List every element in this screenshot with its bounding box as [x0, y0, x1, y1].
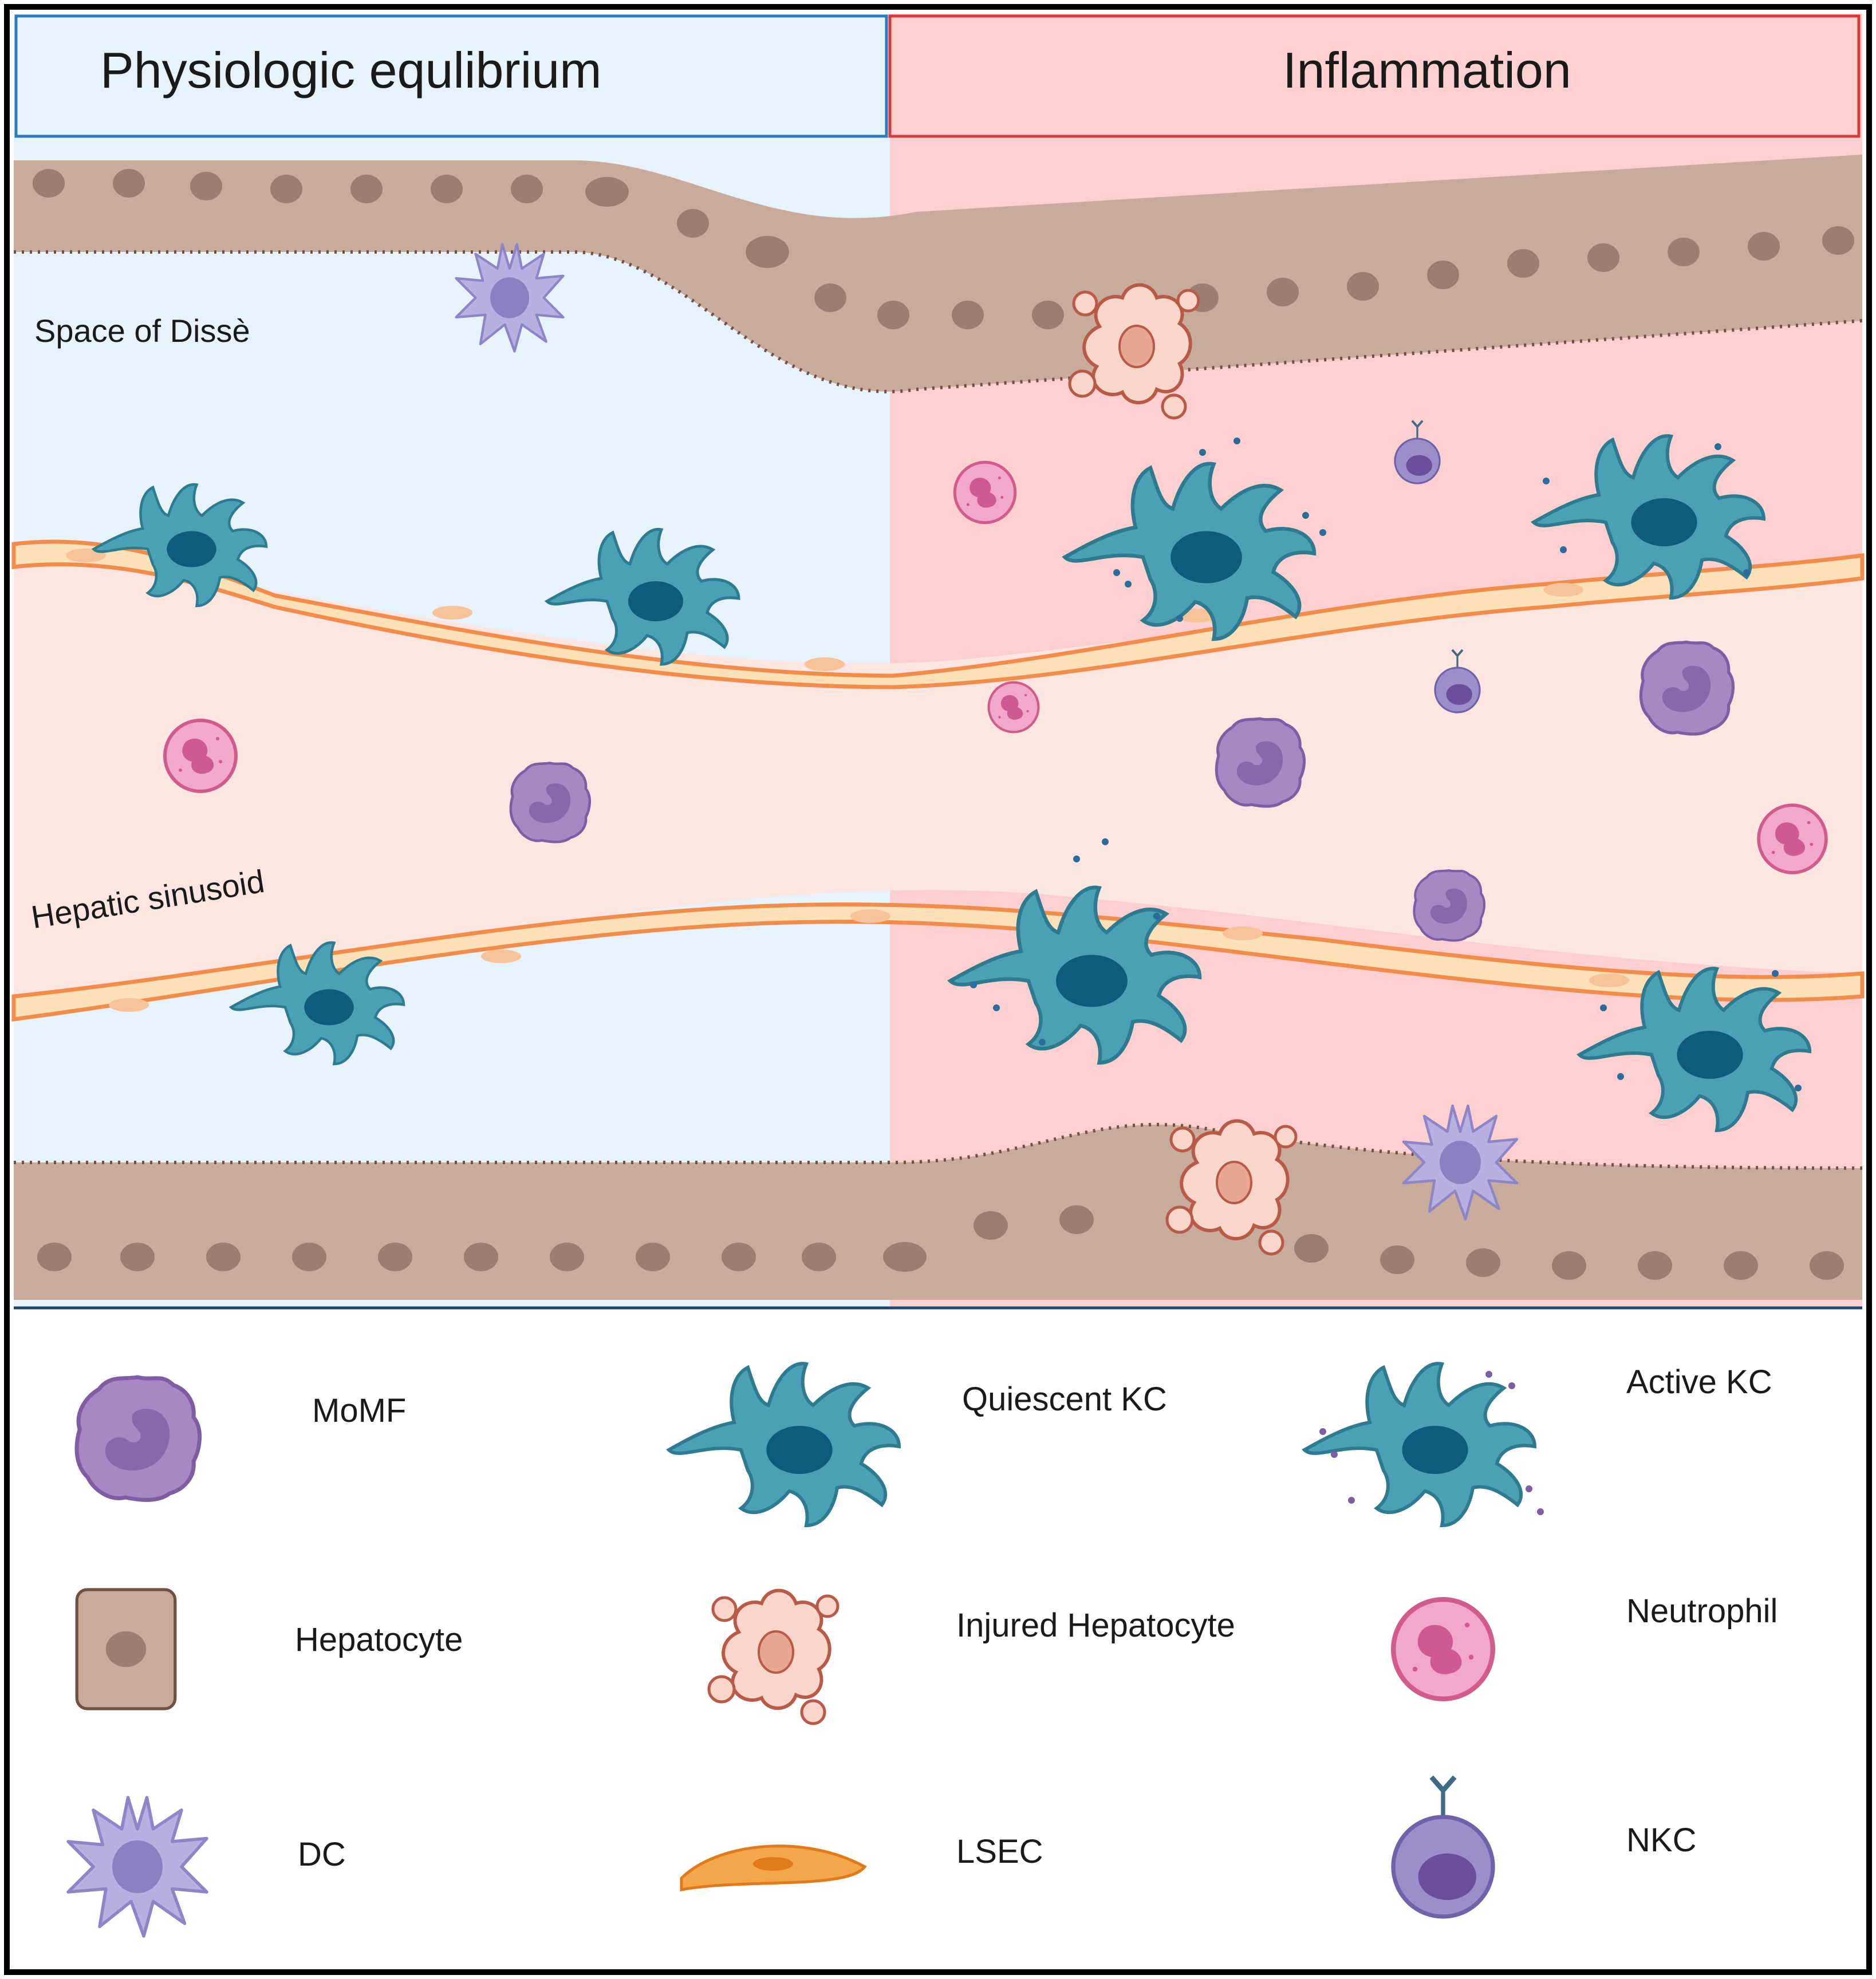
right-panel-title: Inflammation: [1283, 42, 1571, 98]
legend-quiescent-kc-icon: [669, 1363, 899, 1525]
legend-label-momf: MoMF: [312, 1392, 407, 1429]
legend-active-kc-dots: [1319, 1371, 1544, 1515]
neutrophil-icon: [1759, 805, 1826, 873]
legend-label-neutrophil: Neutrophil: [1626, 1592, 1778, 1630]
lower-hepatocyte-nuclei: [37, 1205, 1844, 1280]
momf-icon: [1414, 870, 1484, 941]
legend-neutrophil-icon: [1393, 1599, 1493, 1699]
legend-nkc-icon: [1393, 1777, 1493, 1917]
momf-icon: [511, 763, 590, 842]
legend-active-kc-icon: [1304, 1363, 1535, 1525]
upper-hepatocyte-nuclei: [33, 169, 1854, 329]
legend-label-quiescent-kc: Quiescent KC: [962, 1381, 1167, 1418]
cytokine-dots: [970, 437, 1802, 1091]
outer-frame: [4, 4, 1872, 1975]
legend-dc-icon: [68, 1797, 207, 1936]
momf-icon: [1641, 642, 1733, 734]
legend-label-nkc: NKC: [1626, 1822, 1697, 1859]
left-panel-title: Physiologic equlibrium: [100, 42, 602, 98]
legend-lsec-nucleus: [753, 1857, 793, 1871]
left-panel-header: [14, 14, 888, 138]
legend-label-active-kc: Active KC: [1626, 1363, 1772, 1401]
legend-label-hepatocyte: Hepatocyte: [295, 1621, 463, 1658]
neutrophil-icon: [955, 462, 1015, 522]
legend-injured-hepatocyte-icon: [709, 1591, 838, 1724]
momf-icon: [1216, 719, 1304, 806]
legend-momf-icon: [77, 1377, 200, 1500]
sinusoid-lumen: [14, 550, 1862, 1008]
upper-lsec-layer: [11, 539, 1865, 689]
space-of-disse-label: Space of Dissè: [34, 313, 250, 349]
neutrophil-icon: [989, 683, 1039, 732]
legend-label-injured-hepatocyte: Injured Hepatocyte: [956, 1607, 1235, 1644]
legend-hepatocyte-icon: [77, 1590, 175, 1709]
legend-label-lsec: LSEC: [956, 1833, 1043, 1870]
right-panel-header: [888, 14, 1861, 138]
neutrophil-icon: [165, 720, 236, 791]
upper-hepatocyte-layer: [14, 155, 1862, 392]
legend-label-dc: DC: [298, 1836, 346, 1873]
lower-lsec-layer: [11, 902, 1865, 1022]
